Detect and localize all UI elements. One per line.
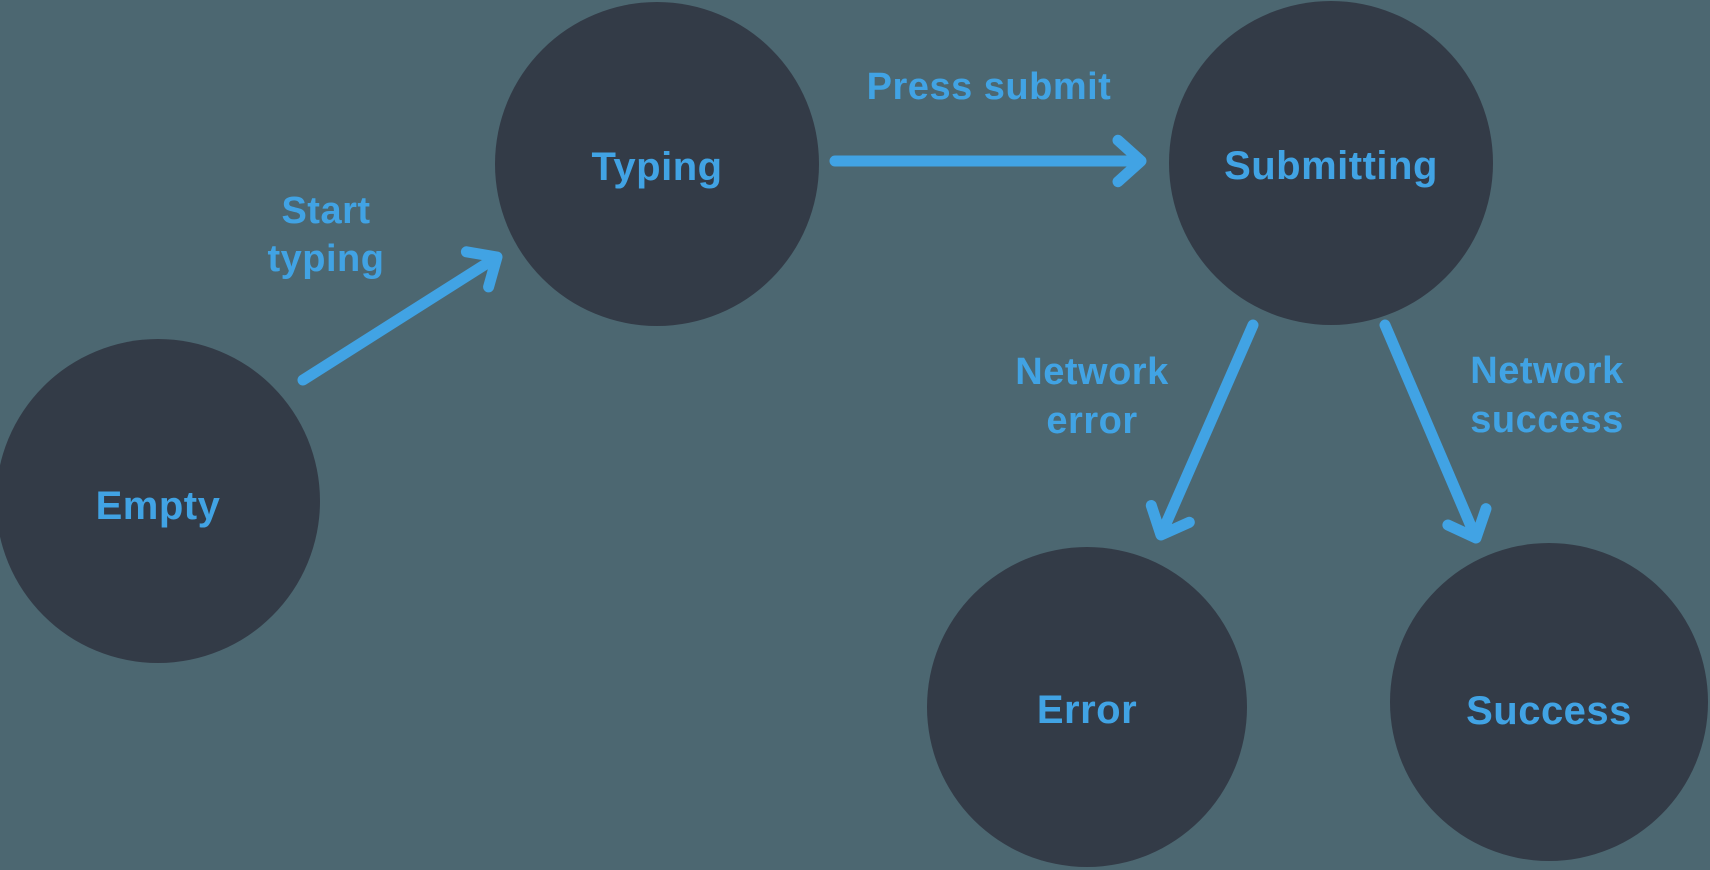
edge-label-press-submit: Press submit — [867, 66, 1112, 108]
state-node-typing: Typing — [495, 2, 819, 326]
edge-label-network-success-line-2: success — [1470, 399, 1624, 441]
state-circle-success — [1390, 543, 1708, 861]
state-label-error: Error — [1037, 688, 1137, 732]
edge-label-start-typing-line-1: Start — [281, 190, 370, 232]
state-circle-empty — [0, 339, 320, 663]
edge-arrow-press-submit — [829, 134, 1147, 188]
state-node-submitting: Submitting — [1169, 1, 1493, 325]
state-node-success: Success — [1390, 543, 1708, 861]
edge-arrow-network-success — [1379, 319, 1492, 544]
edge-label-network-error-line-1: Network — [1015, 351, 1169, 393]
state-circle-typing — [495, 2, 819, 326]
edge-label-network-error: Network error — [1015, 351, 1169, 442]
edge-label-network-success: Network success — [1470, 350, 1624, 441]
edge-arrow-start-typing — [297, 246, 503, 386]
state-label-submitting: Submitting — [1224, 144, 1438, 188]
edge-label-press-submit-line-1: Press submit — [867, 66, 1112, 108]
state-label-empty: Empty — [96, 484, 221, 528]
state-label-typing: Typing — [591, 145, 722, 189]
edge-label-start-typing: Start typing — [268, 190, 385, 280]
state-circle-submitting — [1169, 1, 1493, 325]
state-node-error: Error — [927, 547, 1247, 867]
edge-label-network-success-line-1: Network — [1470, 350, 1624, 392]
state-circle-error — [927, 547, 1247, 867]
state-label-success: Success — [1466, 689, 1632, 733]
edge-label-start-typing-line-2: typing — [268, 238, 385, 280]
edge-arrow-network-error — [1145, 319, 1259, 541]
state-node-empty: Empty — [0, 339, 320, 663]
edge-label-network-error-line-2: error — [1046, 400, 1137, 442]
